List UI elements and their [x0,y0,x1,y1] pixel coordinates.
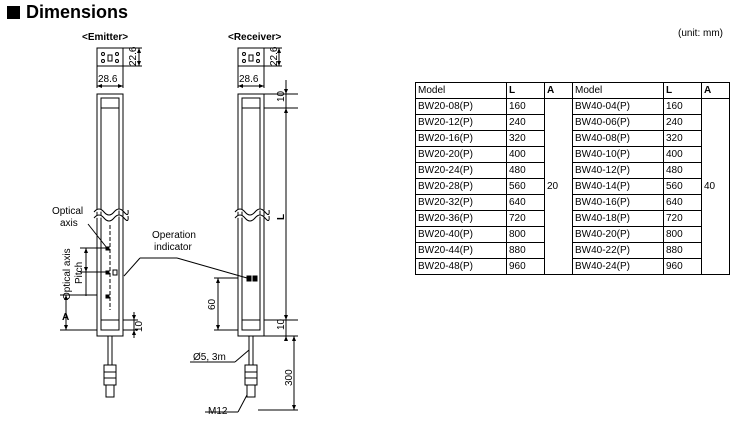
model-cell: BW40-06(P) [572,114,664,131]
table-row: BW20-12(P) 240 BW40-06(P) 240 [415,114,730,131]
model-cell: BW20-20(P) [415,146,507,163]
model-cell: BW40-22(P) [572,242,664,259]
length-cell: 560 [663,178,702,195]
length-cell: 480 [506,162,545,179]
connector-label: M12 [208,406,228,417]
model-cell: BW20-32(P) [415,194,507,211]
optical-axis-pitch-label-2: Pitch [74,262,85,284]
length-cell: 400 [506,146,545,163]
table-row: BW20-16(P) 320 BW40-08(P) 320 [415,130,730,147]
pitch-cell-40: 40 [701,98,730,275]
length-cell: 480 [663,162,702,179]
model-cell: BW20-48(P) [415,258,507,275]
emitter-10-dim: 10 [134,320,145,332]
length-cell: 640 [506,194,545,211]
length-cell: 160 [663,98,702,115]
table-header-row: Model L A Model L A [415,82,730,99]
model-cell: BW40-20(P) [572,226,664,243]
length-cell: 160 [506,98,545,115]
table-row: BW20-48(P) 960 BW40-24(P) 960 [415,258,730,275]
cable-spec-label: Ø5, 3m [193,352,226,363]
optical-axis-label-1: Optical [52,206,83,217]
length-cell: 720 [663,210,702,227]
square-bullet-icon [7,6,20,19]
model-cell: BW20-08(P) [415,98,507,115]
model-cell: BW40-24(P) [572,258,664,275]
emitter-width-dim: 28.6 [98,74,118,85]
length-cell: 320 [663,130,702,147]
section-title: Dimensions [7,2,128,23]
model-cell: BW40-12(P) [572,162,664,179]
length-cell: 400 [663,146,702,163]
header-A-2: A [701,82,730,99]
model-cell: BW40-10(P) [572,146,664,163]
header-L: L [506,82,545,99]
table-row: BW20-08(P) 160 20 BW40-04(P) 160 40 [415,98,730,275]
pitch-A-dim: A [62,312,69,323]
top-10-dim: 10 [276,90,287,102]
length-cell: 800 [663,226,702,243]
operation-indicator-label-2: indicator [154,242,192,253]
table-row: BW20-20(P) 400 BW40-10(P) 400 [415,146,730,163]
length-cell: 880 [663,242,702,259]
operation-indicator-label-1: Operation [152,230,196,241]
length-cell: 960 [663,258,702,275]
cable-300-dim: 300 [284,369,295,386]
length-cell: 240 [506,114,545,131]
model-cell: BW20-44(P) [415,242,507,259]
table-row: BW20-40(P) 800 BW40-20(P) 800 [415,226,730,243]
model-cell: BW40-16(P) [572,194,664,211]
model-cell: BW20-28(P) [415,178,507,195]
length-cell: 720 [506,210,545,227]
table-row: BW20-32(P) 640 BW40-16(P) 640 [415,194,730,211]
model-cell: BW40-18(P) [572,210,664,227]
receiver-depth-dim: 22.6 [269,46,280,66]
table-row: BW20-44(P) 880 BW40-22(P) 880 [415,242,730,259]
receiver-width-dim: 28.6 [239,74,259,85]
optical-axis-label-2: axis [60,218,78,229]
receiver-label: <Receiver> [228,32,282,43]
unit-note: (unit: mm) [678,28,723,39]
model-cell: BW20-16(P) [415,130,507,147]
model-cell: BW20-12(P) [415,114,507,131]
length-cell: 240 [663,114,702,131]
length-L-dim: L [276,214,287,220]
model-dimensions-table: Model L A Model L A BW20-08(P) 160 20 BW… [415,82,730,275]
section-title-text: Dimensions [26,2,129,22]
length-cell: 800 [506,226,545,243]
emitter-top-view [96,47,124,67]
model-cell: BW40-04(P) [572,98,664,115]
table-row: BW20-24(P) 480 BW40-12(P) 480 [415,162,730,179]
header-A: A [544,82,573,99]
optical-axis-pitch-label-1: Optical axis [62,248,73,300]
length-cell: 560 [506,178,545,195]
emitter-depth-dim: 22.6 [128,46,139,66]
model-cell: BW40-08(P) [572,130,664,147]
header-model: Model [415,82,507,99]
length-cell: 960 [506,258,545,275]
table-row: BW20-36(P) 720 BW40-18(P) 720 [415,210,730,227]
model-cell: BW20-24(P) [415,162,507,179]
length-cell: 320 [506,130,545,147]
header-L-2: L [663,82,702,99]
table-row: BW20-28(P) 560 BW40-14(P) 560 [415,178,730,195]
pitch-cell-20: 20 [544,98,573,275]
model-cell: BW40-14(P) [572,178,664,195]
receiver-top-view [237,47,265,67]
model-cell: BW20-40(P) [415,226,507,243]
header-model-2: Model [572,82,664,99]
emitter-label: <Emitter> [82,32,128,43]
model-cell: BW20-36(P) [415,210,507,227]
indicator-60-dim: 60 [207,298,218,310]
length-cell: 880 [506,242,545,259]
bottom-10-dim: 10 [276,318,287,330]
length-cell: 640 [663,194,702,211]
